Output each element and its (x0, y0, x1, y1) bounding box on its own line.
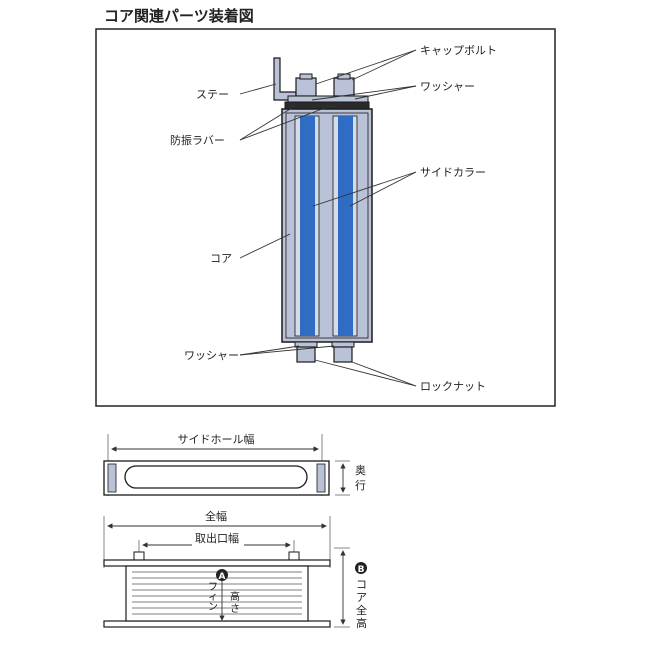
core-assembly (273, 57, 373, 363)
side-collar-right (338, 116, 353, 336)
label-washer-top: ワッシャー (420, 80, 475, 93)
marker-a-badge (216, 569, 228, 581)
marker-b: B (358, 565, 365, 575)
label-side-hole-width: サイドホール幅 (178, 433, 255, 446)
label-core: コア (210, 252, 232, 265)
marker-b-badge (355, 562, 367, 574)
label-outlet-width: 取出口幅 (195, 531, 239, 545)
cap-bolt-left (295, 77, 317, 97)
depth-char-2: 行 (355, 479, 366, 492)
depth-char-1: 奥 (355, 463, 366, 477)
top-view (103, 434, 350, 496)
lock-nut-right (333, 346, 353, 363)
anti-vibration-rubber (284, 101, 370, 110)
cap-bolt-right (333, 77, 355, 97)
label-washer-bottom: ワッシャー (184, 349, 239, 362)
page-title: コア関連パーツ装着図 (104, 7, 254, 25)
label-core-total-height: コ ア 全 高 (356, 578, 371, 630)
leader-lines (239, 49, 417, 387)
label-stay: ステー (196, 88, 229, 101)
washer-bottom-right (331, 341, 355, 348)
label-fin-height: フ ィ ン 高 さ (208, 582, 243, 615)
label-side-collar: サイドカラー (420, 166, 486, 179)
side-collar-left (300, 116, 315, 336)
label-lock-nut: ロックナット (420, 380, 486, 393)
marker-a: A (219, 572, 226, 582)
lock-nut-left (296, 346, 316, 363)
label-rubber: 防振ラバー (170, 133, 225, 147)
label-cap-bolt: キャップボルト (420, 44, 497, 57)
label-depth: 奥 行 (355, 463, 370, 492)
label-total-width: 全幅 (205, 509, 227, 523)
